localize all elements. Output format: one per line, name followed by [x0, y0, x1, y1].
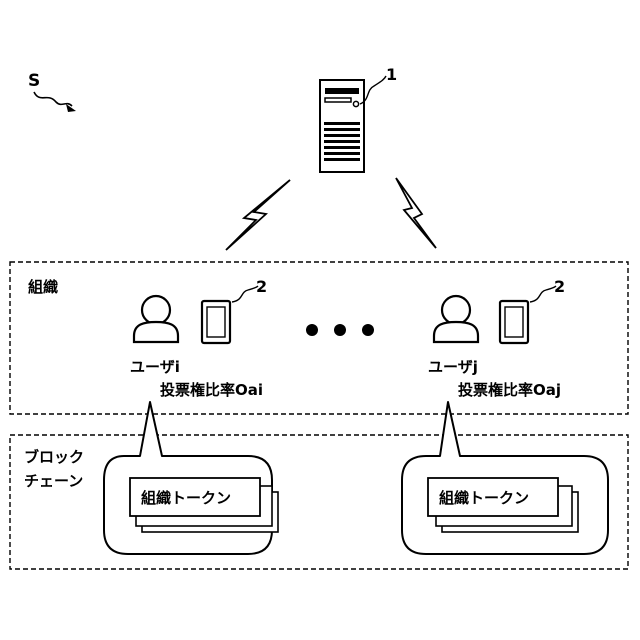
user-i-vote-ratio: 投票権比率Oai	[160, 381, 263, 399]
ellipsis-dot	[362, 324, 374, 336]
user-i-person-icon	[134, 296, 178, 342]
user-j-vote-ratio: 投票権比率Oaj	[458, 381, 561, 399]
user-j-name: ユーザj	[428, 358, 478, 376]
system-squiggle	[34, 92, 72, 106]
blockchain-label-line2: チェーン	[24, 472, 83, 490]
system-label: S	[28, 71, 40, 91]
user-i-terminal-ref: 2	[256, 277, 267, 296]
ellipsis-dot	[334, 324, 346, 336]
server-ref-number: 1	[386, 65, 397, 84]
user-j-token-label: 組織トークン	[439, 489, 529, 507]
user-i-name: ユーザi	[130, 358, 180, 376]
user-j-terminal-icon	[500, 301, 528, 343]
organization-label: 組織	[28, 278, 58, 296]
wireless-link-left-icon	[226, 180, 290, 250]
ellipsis-dot	[306, 324, 318, 336]
user-i-terminal-icon	[202, 301, 230, 343]
user-i-token-label: 組織トークン	[141, 489, 231, 507]
user-i-terminal-leader	[232, 286, 258, 302]
blockchain-label-line1: ブロック	[24, 448, 84, 466]
user-j-person-icon	[434, 296, 478, 342]
wireless-link-right-icon	[396, 178, 436, 248]
user-j-terminal-ref: 2	[554, 277, 565, 296]
user-j-terminal-leader	[530, 286, 556, 302]
server-icon	[320, 80, 364, 172]
